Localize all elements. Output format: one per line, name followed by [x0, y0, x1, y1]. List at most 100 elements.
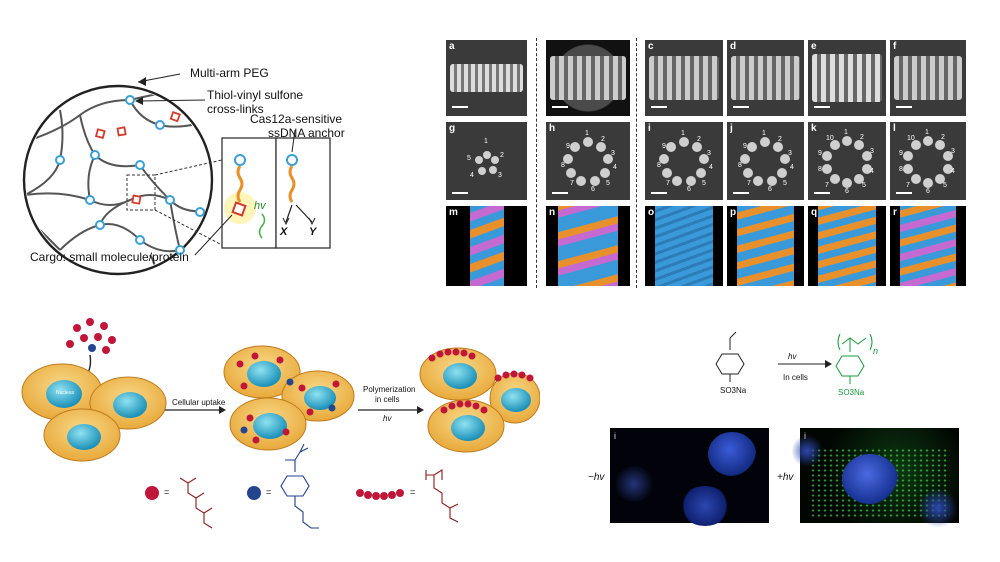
step-hv: hv [383, 414, 392, 423]
ring-num: 1 [484, 138, 488, 145]
ring-num: 9 [899, 150, 903, 157]
panel-label-h: h [549, 123, 556, 134]
step-cellular-uptake: Cellular uptake [172, 398, 226, 407]
panel-label-g: g [449, 123, 456, 134]
panel-p: p [727, 206, 804, 286]
panel-label-i: i [648, 123, 651, 134]
panel-label: o [648, 207, 655, 218]
ring-num: 5 [467, 155, 471, 162]
ring-num: 6 [845, 188, 849, 195]
panel-label: r [893, 207, 897, 218]
subscript-n: n [873, 346, 879, 356]
ring-num: 2 [500, 152, 504, 159]
ring-num: 5 [702, 180, 706, 187]
micrograph-minus-hv: i [610, 428, 769, 526]
reaction-reagent: hv [788, 352, 797, 361]
ring-num: 7 [747, 180, 751, 187]
ring-num: 2 [941, 134, 945, 141]
micrograph-plus-hv: i [792, 428, 959, 528]
label-y: Y [309, 226, 317, 238]
ring-num: 3 [611, 150, 615, 157]
ring-num: 3 [707, 150, 711, 157]
ring-num: 8 [657, 162, 661, 169]
panel-d: d [727, 40, 804, 116]
step-in-cells: in cells [375, 395, 400, 404]
panel-label-j: j [730, 123, 733, 134]
hydrogel-schematic [22, 73, 331, 276]
ring-num: 4 [709, 164, 713, 171]
panel-r: r [890, 206, 966, 286]
ring-num: 4 [613, 164, 617, 171]
label-anchor-line1: Cas12a-sensitive [250, 112, 343, 126]
ring-num: 1 [844, 129, 848, 136]
ring-num: 7 [570, 180, 574, 187]
ring-num: 9 [566, 143, 570, 150]
panel-label: p [730, 207, 737, 218]
label-x: X [280, 226, 288, 238]
label-crosslinks-line1: Thiol-vinyl sulfone [207, 88, 304, 102]
label-crosslinks-line2: cross-links [207, 102, 264, 116]
ring-num: 1 [925, 129, 929, 136]
legend-eq-1: = [164, 487, 170, 497]
panel-label: d [730, 41, 737, 52]
ring-num: 5 [943, 182, 947, 189]
ring-num: 3 [870, 148, 874, 155]
panel-n: n [546, 206, 630, 286]
ring-num: 1 [681, 130, 685, 137]
ring-num: 2 [601, 136, 605, 143]
panel-a: a [446, 40, 527, 116]
panel-q: q [808, 206, 886, 286]
ring-num: 4 [790, 164, 794, 171]
ring-num: 1 [585, 130, 589, 137]
label-multiarm-peg: Multi-arm PEG [190, 66, 269, 80]
ring-panels [446, 122, 966, 200]
ring-num: 9 [662, 143, 666, 150]
polymer-group: SO3Na [838, 388, 865, 397]
ring-num: 5 [606, 180, 610, 187]
reaction-condition: In cells [783, 373, 808, 382]
ring-num: 5 [783, 180, 787, 187]
ring-num: 6 [926, 188, 930, 195]
ring-num: 8 [899, 166, 903, 173]
ring-num: 7 [825, 182, 829, 189]
label-anchor-line2: ssDNA anchor [268, 126, 345, 140]
cell-scheme [21, 318, 540, 529]
ring-num: 2 [778, 136, 782, 143]
panel-label: q [811, 207, 818, 218]
ring-num: 7 [906, 182, 910, 189]
ring-num: 3 [498, 172, 502, 179]
panel-label-l: l [893, 123, 896, 134]
step-polymerization: Polymerization [363, 385, 416, 394]
legend-eq-3: = [410, 487, 416, 497]
panel-label: e [811, 41, 817, 52]
ring-num: 7 [666, 180, 670, 187]
ring-num: 4 [470, 172, 474, 179]
ring-num: 5 [862, 182, 866, 189]
ring-num: 2 [697, 136, 701, 143]
panel-label: a [449, 41, 455, 52]
panel-label: m [449, 207, 458, 218]
panel-f: f [890, 40, 966, 116]
panel-b: b [546, 40, 630, 116]
ring-num: 9 [818, 150, 822, 157]
divider-1 [536, 38, 537, 288]
ring-num: 3 [788, 150, 792, 157]
panel-label-k: k [811, 123, 817, 134]
ring-num: 8 [561, 162, 565, 169]
panel-o: o [645, 206, 723, 286]
monomer-group: SO3Na [720, 386, 747, 395]
condition-plus-hv: +hv [777, 472, 794, 483]
ring-num: 10 [826, 135, 834, 142]
divider-2 [636, 38, 637, 288]
ring-num: 3 [951, 148, 955, 155]
ring-num: 6 [591, 186, 595, 193]
ring-num: 6 [768, 186, 772, 193]
ring-num: 2 [860, 134, 864, 141]
ring-num: 6 [687, 186, 691, 193]
label-hv-inset: hv [254, 200, 266, 212]
panel-e: e [808, 40, 886, 116]
ring-num: 8 [818, 166, 822, 173]
ring-num: 4 [870, 168, 874, 175]
panel-label: f [893, 41, 897, 52]
condition-minus-hv: −hv [588, 472, 605, 483]
